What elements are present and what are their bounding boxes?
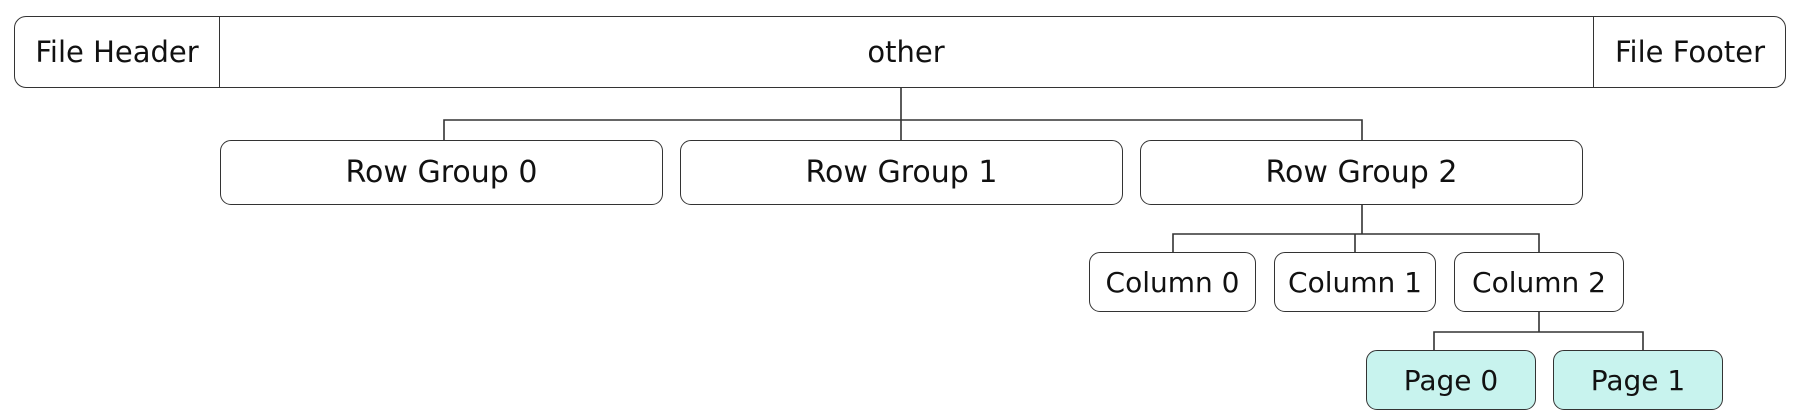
connector-row-group-2-to-columns xyxy=(1172,205,1540,252)
column-1-box: Column 1 xyxy=(1274,252,1436,312)
file-layout-bar: File Header other File Footer xyxy=(14,16,1786,88)
page-0-box: Page 0 xyxy=(1366,350,1536,410)
row-group-1-box: Row Group 1 xyxy=(680,140,1123,205)
column-0-box: Column 0 xyxy=(1089,252,1256,312)
other-segment: other xyxy=(867,35,945,69)
connector-column-2-to-pages xyxy=(1433,312,1644,350)
column-2-box: Column 2 xyxy=(1454,252,1624,312)
page-1-box: Page 1 xyxy=(1553,350,1723,410)
file-header-segment: File Header xyxy=(15,17,220,87)
row-group-0-box: Row Group 0 xyxy=(220,140,663,205)
connector-other-to-row-groups xyxy=(443,88,1363,140)
file-footer-segment: File Footer xyxy=(1593,17,1785,87)
row-group-2-box: Row Group 2 xyxy=(1140,140,1583,205)
